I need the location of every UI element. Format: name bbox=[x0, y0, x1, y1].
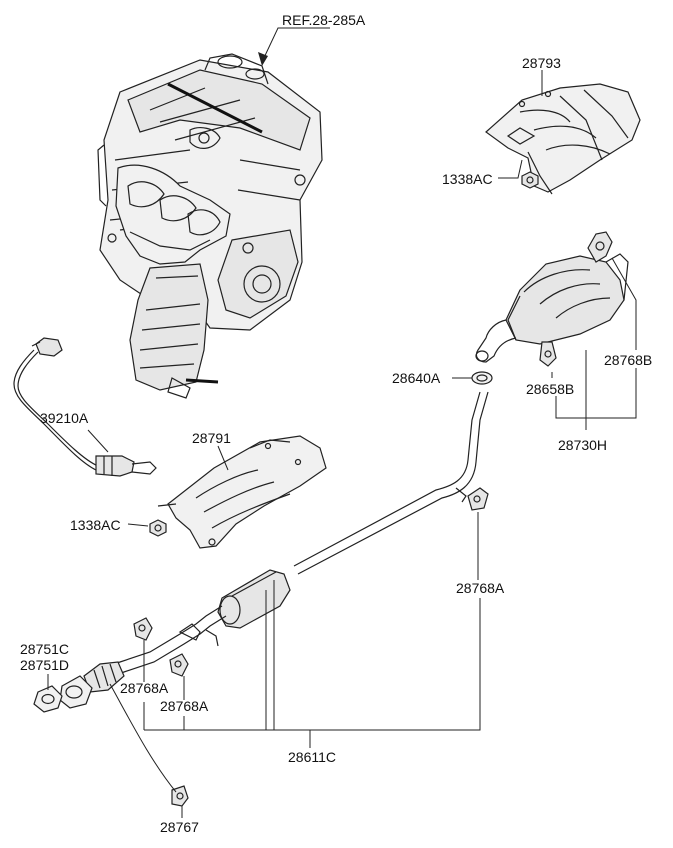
label-hanger-center[interactable]: 28768A bbox=[456, 580, 505, 596]
hanger-muffler-rear[interactable] bbox=[539, 341, 557, 367]
lower-heat-shield[interactable] bbox=[157, 435, 327, 549]
leader-lines bbox=[47, 27, 637, 818]
hanger-front-right[interactable] bbox=[169, 653, 189, 677]
label-rear-muffler-assy[interactable]: 28730H bbox=[558, 437, 608, 453]
label-center-muffler-assy[interactable]: 28611C bbox=[288, 749, 337, 765]
label-oxygen-sensor[interactable]: 39210A bbox=[40, 410, 89, 426]
label-bolt-upper[interactable]: 1338AC bbox=[442, 171, 493, 187]
clamp-front[interactable] bbox=[171, 785, 189, 807]
hanger-front-left[interactable] bbox=[133, 617, 153, 641]
upper-heat-shield[interactable] bbox=[485, 83, 641, 195]
label-hanger-muffler-rear[interactable]: 28658B bbox=[526, 381, 575, 397]
hanger-center[interactable] bbox=[467, 487, 489, 511]
center-pipe[interactable] bbox=[293, 391, 489, 575]
center-muffler[interactable] bbox=[217, 569, 291, 629]
label-bolt-lower[interactable]: 1338AC bbox=[70, 517, 121, 533]
label-hanger-front-right[interactable]: 28768A bbox=[160, 698, 209, 714]
label-gasket-rear[interactable]: 28640A bbox=[392, 370, 441, 386]
label-gasket-front-d[interactable]: 28751D bbox=[20, 657, 70, 673]
label-clamp-front[interactable]: 28767 bbox=[160, 819, 199, 835]
rear-muffler[interactable] bbox=[475, 253, 629, 363]
catalytic-converter[interactable] bbox=[129, 263, 219, 399]
exhaust-manifold[interactable] bbox=[115, 164, 231, 265]
label-heat-shield-lower[interactable]: 28791 bbox=[192, 430, 231, 446]
hanger-rear-top[interactable] bbox=[587, 231, 613, 263]
oxygen-sensor[interactable] bbox=[13, 337, 157, 477]
label-ref-engine[interactable]: REF.28-285A bbox=[282, 12, 366, 28]
gasket-front[interactable] bbox=[33, 685, 63, 713]
front-pipe[interactable] bbox=[59, 605, 227, 709]
gasket-rear[interactable] bbox=[471, 371, 493, 385]
bolt-lower[interactable] bbox=[149, 519, 167, 537]
label-heat-shield-upper[interactable]: 28793 bbox=[522, 55, 561, 71]
label-gasket-front-c[interactable]: 28751C bbox=[20, 641, 70, 657]
label-hanger-rear-top[interactable]: 28768B bbox=[604, 352, 653, 368]
label-hanger-front-left[interactable]: 28768A bbox=[120, 680, 169, 696]
bolt-upper[interactable] bbox=[521, 171, 539, 189]
